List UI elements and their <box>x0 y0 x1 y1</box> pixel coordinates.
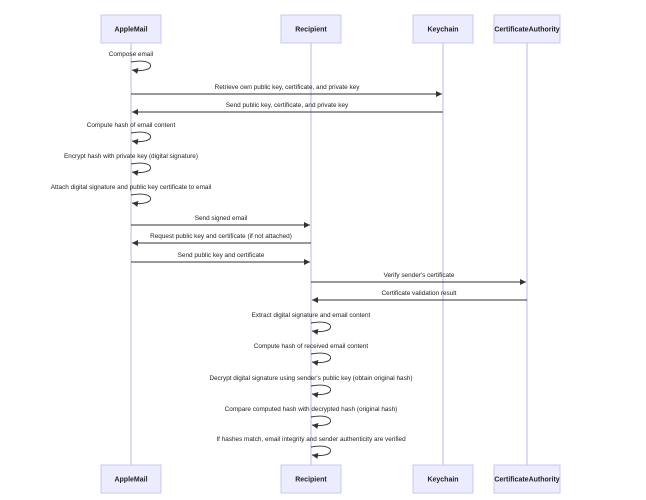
message-label: Send public key and certificate <box>178 252 265 259</box>
message: Send signed email <box>131 215 310 228</box>
actor-box <box>280 14 342 44</box>
actor-box <box>100 14 162 44</box>
actor-label: Keychain <box>427 477 458 484</box>
message: Decrypt digital signature using sender's… <box>210 375 413 398</box>
message-label: Verify sender's certificate <box>384 272 455 279</box>
actor-box <box>100 464 162 494</box>
actor-keychain-top: Keychain <box>412 14 474 44</box>
lifelines <box>130 43 528 465</box>
actors: AppleMailAppleMailRecipientRecipientKeyc… <box>100 14 561 494</box>
message-label: Decrypt digital signature using sender's… <box>210 375 413 382</box>
message-label: Request public key and certificate (if n… <box>150 233 292 240</box>
self-message-arrow <box>130 162 151 176</box>
actor-box <box>412 464 474 494</box>
actor-ca-top: CertificateAuthority <box>493 14 561 44</box>
actor-applemail-top: AppleMail <box>100 14 162 44</box>
actor-label: CertificateAuthority <box>494 27 559 34</box>
actor-ca-bottom: CertificateAuthority <box>493 464 561 494</box>
message: Compare computed hash with decrypted has… <box>225 406 398 429</box>
actor-keychain-bottom: Keychain <box>412 464 474 494</box>
message: Retrieve own public key, certificate, an… <box>131 84 442 97</box>
self-message-arrow <box>310 321 331 335</box>
message: Compute hash of email content <box>87 122 176 145</box>
message-label: Send signed email <box>195 215 248 222</box>
message: Compose email <box>109 51 153 74</box>
message: Compute hash of received email content <box>254 343 369 366</box>
actor-box <box>493 14 561 44</box>
self-message-arrow <box>310 445 331 459</box>
message-label: If hashes match, email integrity and sen… <box>216 436 406 443</box>
actor-label: AppleMail <box>114 477 147 484</box>
actor-label: CertificateAuthority <box>494 477 559 484</box>
actor-label: Recipient <box>295 27 327 34</box>
self-message-arrow <box>310 384 331 398</box>
message-label: Compare computed hash with decrypted has… <box>225 406 398 413</box>
message: Send public key, certificate, and privat… <box>132 102 443 115</box>
self-message-arrow <box>130 193 151 207</box>
message: Attach digital signature and public key … <box>51 184 212 207</box>
self-message-arrow <box>130 60 151 74</box>
message: If hashes match, email integrity and sen… <box>216 436 406 459</box>
message-label: Retrieve own public key, certificate, an… <box>215 84 361 91</box>
actor-box <box>493 464 561 494</box>
self-message-arrow <box>310 352 331 366</box>
message-label: Compute hash of received email content <box>254 343 369 350</box>
message-label: Send public key, certificate, and privat… <box>226 102 349 109</box>
message: Extract digital signature and email cont… <box>252 312 371 335</box>
message-label: Encrypt hash with private key (digital s… <box>64 153 198 160</box>
actor-label: AppleMail <box>114 27 147 34</box>
message: Encrypt hash with private key (digital s… <box>64 153 198 176</box>
message-label: Compute hash of email content <box>87 122 176 129</box>
actor-label: Recipient <box>295 477 327 484</box>
message: Request public key and certificate (if n… <box>132 233 311 246</box>
message-label: Compose email <box>109 51 153 58</box>
self-message-arrow <box>310 415 331 429</box>
message-label: Attach digital signature and public key … <box>51 184 212 191</box>
actor-applemail-bottom: AppleMail <box>100 464 162 494</box>
actor-box <box>412 14 474 44</box>
message-label: Certificate validation result <box>382 290 457 297</box>
message: Certificate validation result <box>312 290 527 303</box>
actor-recipient-top: Recipient <box>280 14 342 44</box>
message: Send public key and certificate <box>131 252 310 265</box>
actor-recipient-bottom: Recipient <box>280 464 342 494</box>
message: Verify sender's certificate <box>311 272 526 285</box>
self-message-arrow <box>130 131 151 145</box>
message-label: Extract digital signature and email cont… <box>252 312 371 319</box>
actor-box <box>280 464 342 494</box>
actor-label: Keychain <box>427 27 458 34</box>
